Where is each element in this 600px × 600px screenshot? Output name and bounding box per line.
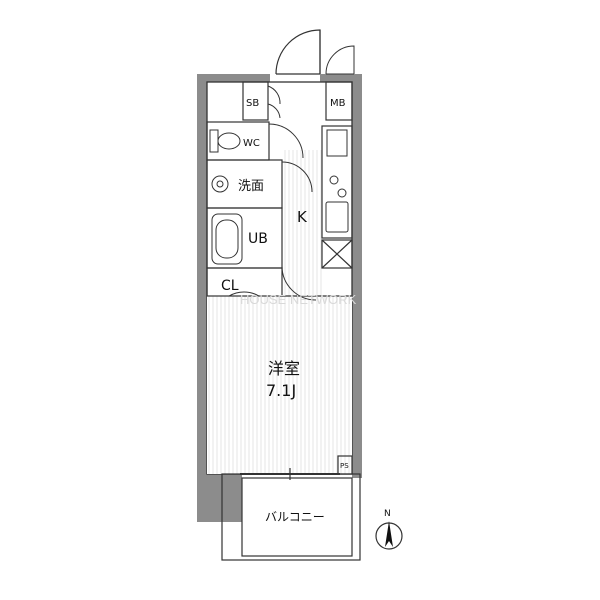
room-label-bath: UB (248, 231, 268, 247)
room-size-western-room: 7.1J (266, 381, 296, 400)
room-label-mb: MB (330, 98, 346, 109)
room-label-balcony: バルコニー (265, 510, 325, 524)
room-label-closet: CL (221, 278, 239, 294)
room-label-wc: WC (243, 138, 260, 149)
partitions (206, 81, 353, 475)
room-label-washroom: 洗面 (238, 179, 264, 194)
balcony (221, 468, 361, 561)
room-label-western-room: 洋室 (268, 359, 300, 378)
doors (228, 85, 317, 301)
corridor-floor (282, 150, 322, 296)
western-room-floor (207, 296, 352, 474)
room-label-ps: PS (340, 462, 349, 470)
entrance (270, 29, 355, 84)
room-label-kitchen: K (297, 208, 308, 226)
fixtures (209, 129, 349, 265)
room-label-sb: SB (246, 98, 259, 109)
compass-icon: N (375, 509, 403, 550)
compass-label: N (384, 509, 391, 519)
watermark: HOUSE NETWORK (240, 292, 357, 307)
